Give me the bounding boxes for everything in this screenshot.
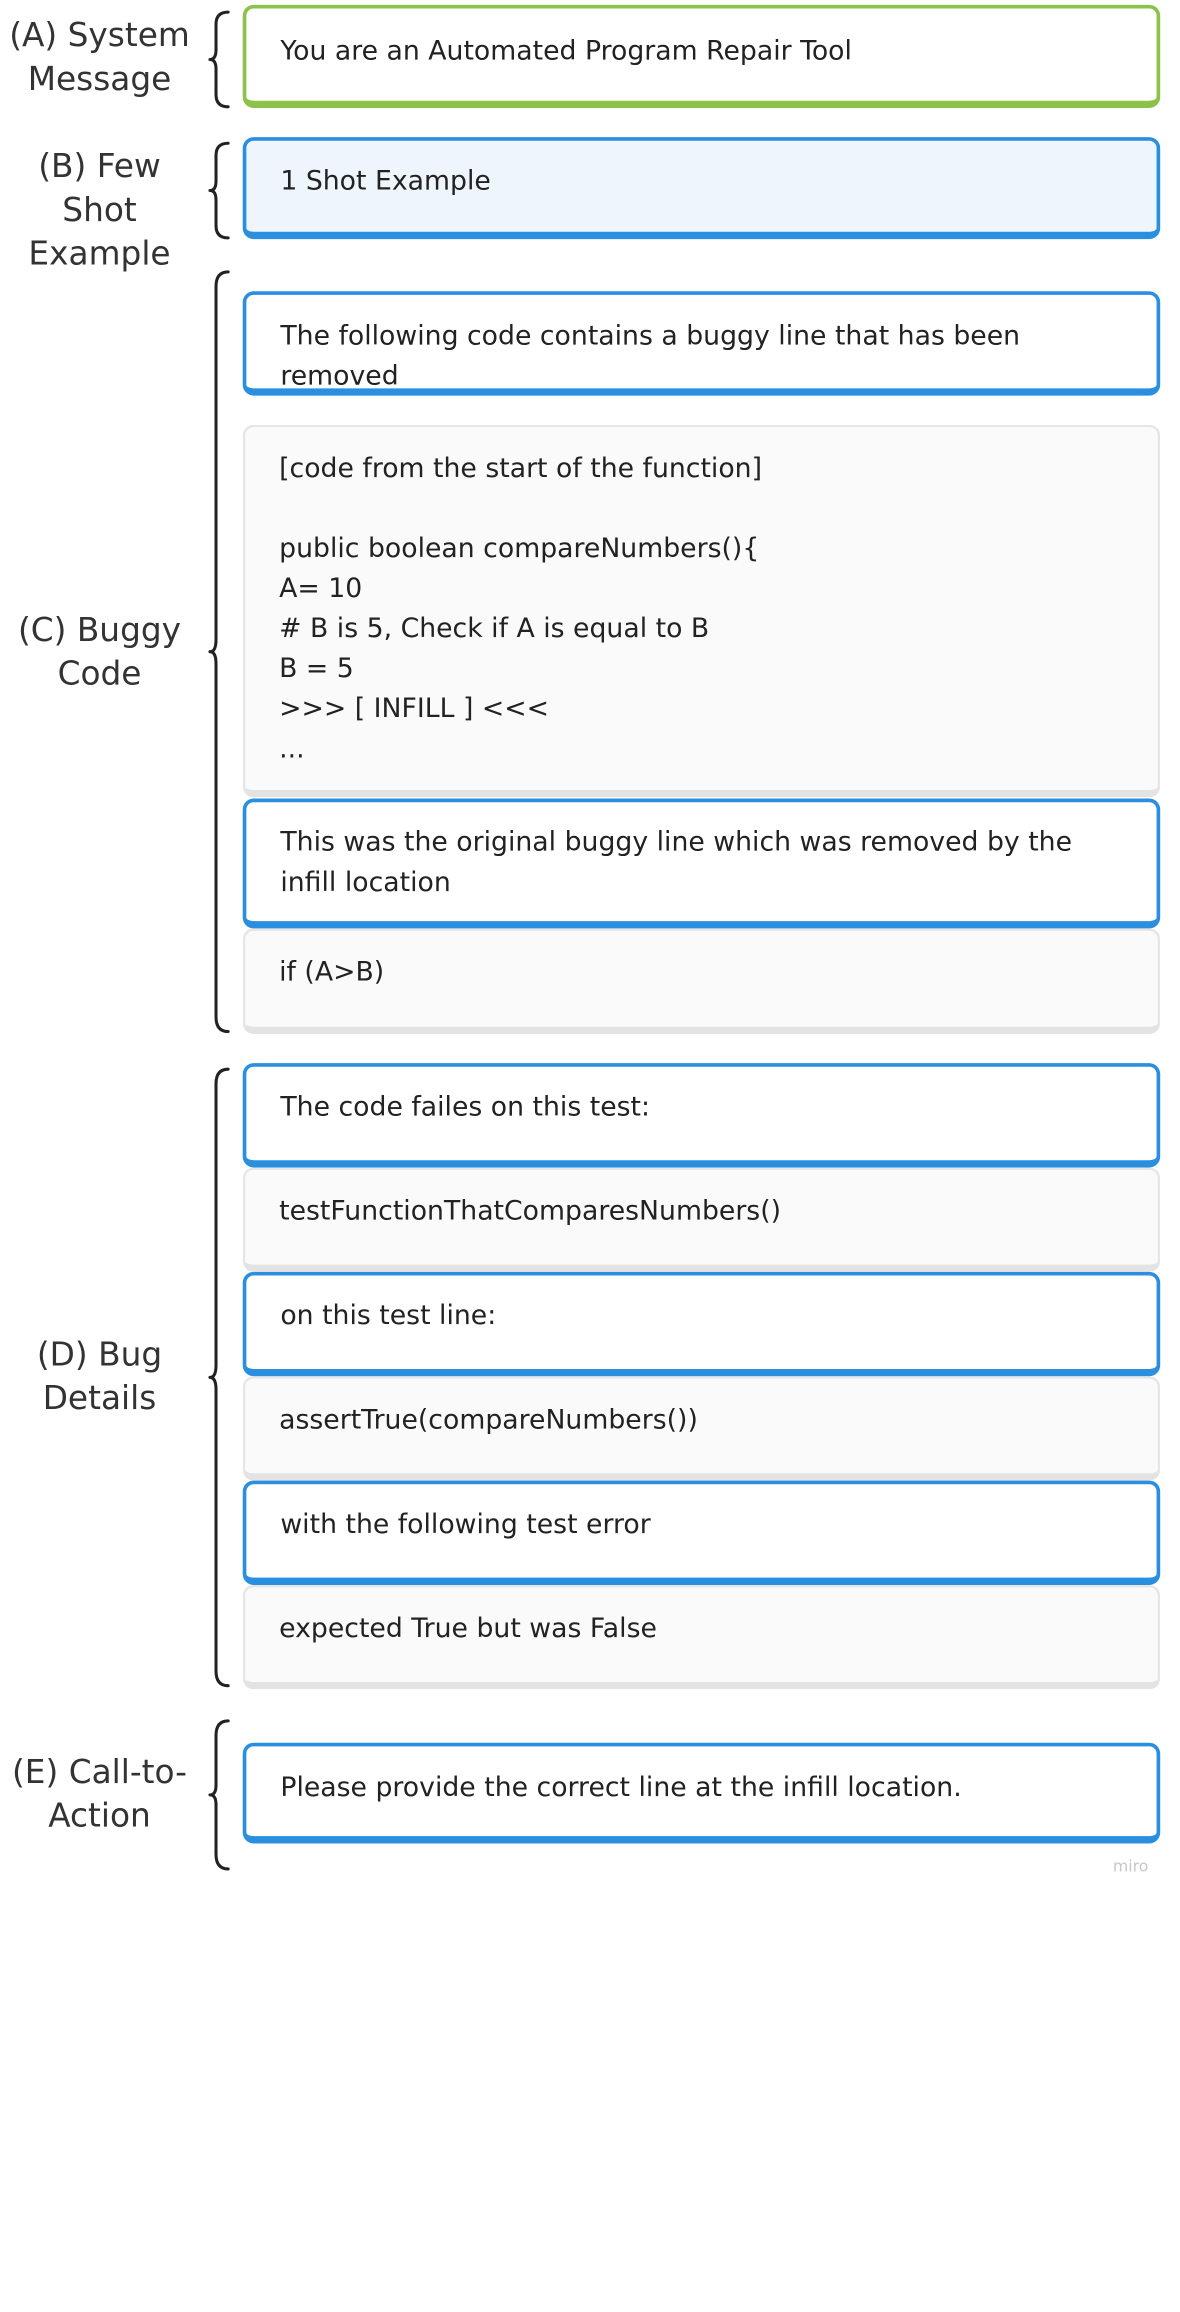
test-error-message-box: expected True but was False xyxy=(242,1584,1161,1690)
label-bug-details: (D) Bug Details xyxy=(2,1334,196,1421)
label-buggy-code-line2: Code xyxy=(57,655,142,693)
miro-watermark: miro xyxy=(1112,1858,1149,1877)
buggy-code-intro-box: The following code contains a buggy line… xyxy=(242,291,1161,396)
brace-call-to-action xyxy=(208,1719,230,1871)
label-system-message-line1: (A) System xyxy=(9,16,190,55)
label-system-message-line2: Message xyxy=(27,60,172,99)
test-error-intro-box: with the following test error xyxy=(242,1480,1161,1585)
brace-few-shot-example xyxy=(208,141,230,240)
label-few-shot-example: (B) Few Shot Example xyxy=(2,146,196,277)
few-shot-example-box: 1 Shot Example xyxy=(242,137,1161,240)
label-call-to-action-line2: Action xyxy=(48,1797,151,1835)
brace-bug-details xyxy=(208,1067,230,1688)
label-bug-details-line1: (D) Bug xyxy=(36,1336,163,1374)
failing-test-intro-box: The code failes on this test: xyxy=(242,1063,1161,1168)
code-snippet-box: [code from the start of the function] pu… xyxy=(242,424,1161,798)
label-buggy-code-line1: (C) Buggy xyxy=(17,611,182,650)
label-call-to-action-line1: (E) Call-to- xyxy=(12,1753,188,1792)
label-buggy-code: (C) Buggy Code xyxy=(2,609,196,696)
label-few-shot-example-line2: Example xyxy=(28,235,171,274)
label-call-to-action: (E) Call-to- Action xyxy=(2,1751,196,1838)
test-line-intro-box: on this test line: xyxy=(242,1271,1161,1377)
brace-buggy-code xyxy=(208,270,230,1034)
brace-system-message xyxy=(208,10,230,109)
failing-test-name-box: testFunctionThatComparesNumbers() xyxy=(242,1167,1161,1272)
system-message-box: You are an Automated Program Repair Tool xyxy=(242,4,1161,109)
label-bug-details-line2: Details xyxy=(42,1379,157,1418)
call-to-action-box: Please provide the correct line at the i… xyxy=(242,1742,1161,1844)
label-few-shot-example-line1: (B) Few Shot xyxy=(38,148,161,230)
original-buggy-line-box: if (A>B) xyxy=(242,928,1161,1034)
label-system-message: (A) System Message xyxy=(2,15,196,102)
original-line-intro-box: This was the original buggy line which w… xyxy=(242,798,1161,929)
test-line-box: assertTrue(compareNumbers()) xyxy=(242,1376,1161,1481)
